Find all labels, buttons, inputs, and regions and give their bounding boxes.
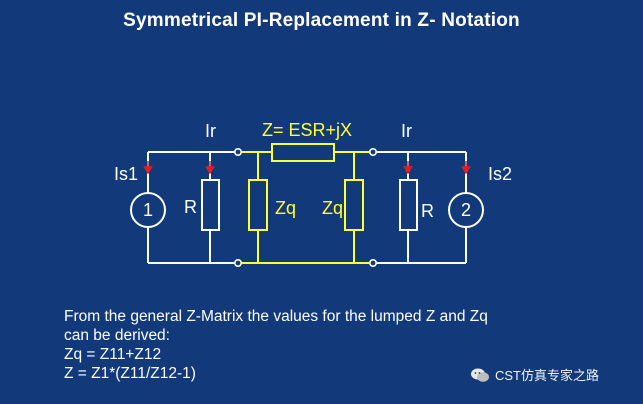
- formula-z: Z = Z1*(Z11/Z12-1): [64, 365, 196, 382]
- watermark: CST仿真专家之路: [470, 365, 599, 384]
- arrow-ir-right: [403, 166, 413, 175]
- series-impedance-z: [271, 143, 335, 162]
- derivation-line-2: can be derived:: [64, 327, 170, 344]
- label-series-impedance: Z= ESR+jX: [262, 120, 352, 140]
- terminals: [234, 148, 377, 267]
- terminal-bottom-right: [368, 258, 377, 267]
- terminal-top-left: [234, 148, 243, 157]
- terminal-bottom-left: [234, 258, 243, 267]
- slide-title: Symmetrical PI-Replacement in Z- Notatio…: [123, 10, 520, 31]
- formula-zq: Zq = Z11+Z12: [64, 346, 162, 363]
- label-zq-right: Zq: [322, 198, 343, 218]
- derivation-line-1: From the general Z-Matrix the values for…: [64, 308, 488, 325]
- derivation-text: From the general Z-Matrix the values for…: [64, 307, 488, 383]
- current-arrows: [143, 161, 471, 175]
- arrow-ir-left: [205, 166, 215, 175]
- arrow-is2: [461, 166, 471, 175]
- label-resistor-left: R: [184, 197, 197, 217]
- pi-section-wires: [240, 151, 371, 264]
- resistor-r-right: [399, 179, 418, 231]
- label-is1: Is1: [114, 164, 138, 184]
- label-resistor-right: R: [421, 201, 434, 221]
- arrow-is1: [143, 166, 153, 175]
- shunt-impedance-zq-right: [344, 179, 364, 231]
- watermark-text: CST仿真专家之路: [495, 368, 600, 383]
- label-zq-left: Zq: [275, 198, 296, 218]
- label-ir-right: Ir: [401, 121, 412, 141]
- shunt-impedance-zq-left: [248, 179, 268, 231]
- current-source-1: [130, 192, 166, 228]
- current-source-2: [448, 192, 484, 228]
- label-is2: Is2: [488, 164, 512, 184]
- terminal-top-right: [368, 148, 377, 157]
- label-ir-left: Ir: [205, 121, 216, 141]
- wechat-icon: [471, 368, 489, 382]
- label-port-1: 1: [143, 200, 153, 220]
- resistor-r-left: [201, 179, 220, 231]
- label-port-2: 2: [461, 200, 471, 220]
